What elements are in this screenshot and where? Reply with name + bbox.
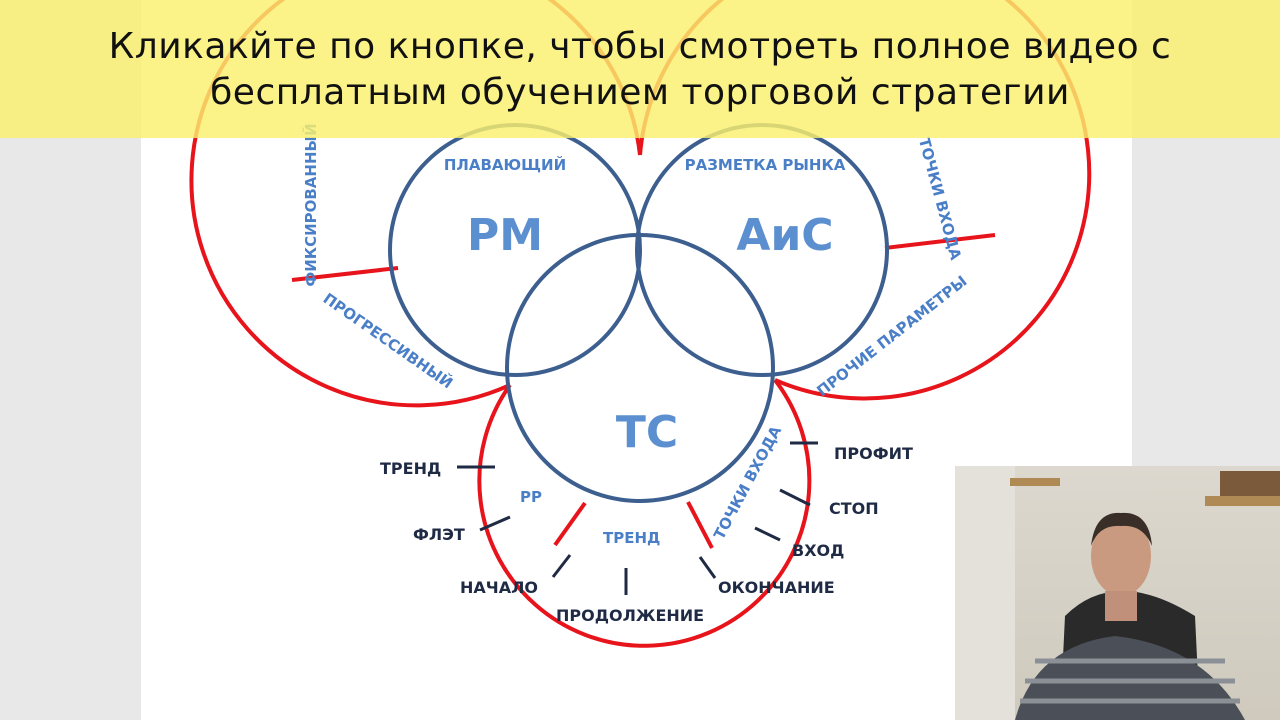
arc-label-entry-points-inner: ТОЧКИ ВХОДА	[710, 423, 785, 543]
outer-label-stop: СТОП	[829, 499, 879, 518]
outer-label-entry: ВХОД	[792, 541, 844, 560]
outer-label-trend: ТРЕНД	[380, 459, 441, 478]
ts-label: ТС	[616, 407, 678, 458]
ts-circle	[505, 233, 775, 503]
ais-label: АиС	[736, 210, 833, 261]
arc-label-floating: ПЛАВАЮЩИЙ	[444, 155, 566, 174]
rm-label: РМ	[467, 210, 543, 261]
divider-line	[686, 501, 714, 549]
webcam-overlay	[955, 466, 1280, 720]
ts-outer-arc	[477, 378, 812, 648]
outer-label-start: НАЧАЛО	[460, 578, 538, 597]
arc-label-market: РАЗМЕТКА РЫНКА	[685, 156, 846, 174]
divider-line	[884, 233, 996, 250]
banner-line-1: Кликакйте по кнопке, чтобы смотреть полн…	[108, 26, 1172, 67]
arc-label-trend: ТРЕНД	[603, 529, 660, 547]
arc-label-fixed: ФИКСИРОВАННЫЙ	[301, 123, 320, 286]
presenter-video	[955, 466, 1280, 720]
arc-label-rr: РР	[520, 488, 542, 506]
outer-label-continuation: ПРОДОЛЖЕНИЕ	[556, 606, 704, 625]
promo-banner[interactable]: Кликакйте по кнопке, чтобы смотреть полн…	[0, 0, 1280, 138]
arc-label-progressive: ПРОГРЕССИВНЫЙ	[320, 289, 457, 393]
outer-label-profit: ПРОФИТ	[834, 444, 913, 463]
callout-lines	[457, 441, 818, 595]
outer-label-end: ОКОНЧАНИЕ	[718, 578, 835, 597]
outer-label-flat: ФЛЭТ	[413, 525, 465, 544]
divider-line	[553, 501, 587, 547]
banner-line-2: бесплатным обучением торговой стратегии	[210, 72, 1070, 113]
divider-line	[291, 266, 399, 282]
